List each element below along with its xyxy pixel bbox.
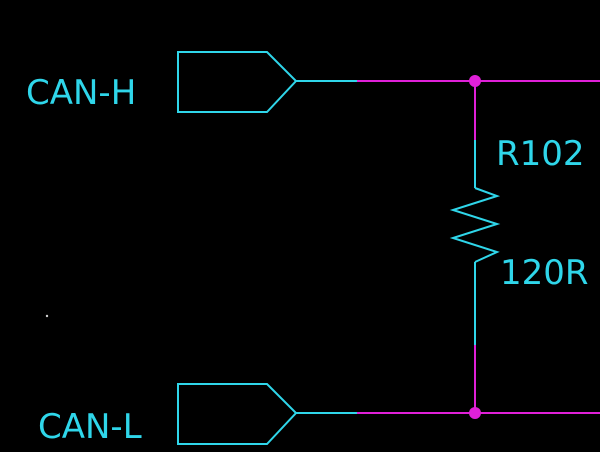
resistor-r102[interactable]: R102 120R (449, 134, 589, 345)
junction-dot-can-h (469, 75, 481, 87)
port-label-can-l: CAN-L (38, 407, 142, 447)
port-can-l[interactable]: CAN-L (38, 383, 357, 447)
resistor-designator: R102 (496, 134, 585, 174)
port-can-h[interactable]: CAN-H (26, 51, 357, 113)
port-symbol-can-h (177, 51, 298, 113)
resistor-value: 120R (500, 253, 589, 293)
junction-dot-can-l (469, 407, 481, 419)
resistor-zigzag-symbol (449, 187, 501, 263)
port-label-can-h: CAN-H (26, 73, 136, 113)
port-symbol-can-l (177, 383, 298, 445)
grid-dot (45, 314, 49, 318)
